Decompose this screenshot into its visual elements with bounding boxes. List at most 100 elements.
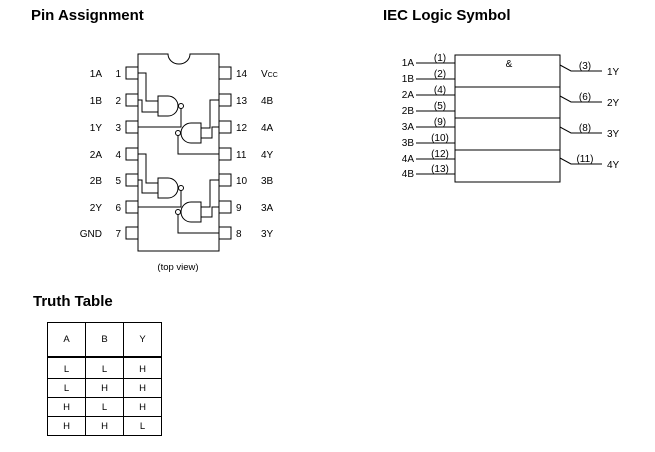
left-pin-boxes — [125, 66, 139, 240]
truth-table-heading: Truth Table — [33, 293, 113, 310]
table-cell: H — [85, 416, 124, 436]
input-pin: (2) — [434, 69, 446, 80]
pin-number: 12 — [236, 123, 248, 134]
input-pin: (4) — [434, 85, 446, 96]
pin-number: 1 — [115, 69, 121, 80]
pin-number: 13 — [236, 96, 248, 107]
pin-number: 6 — [115, 203, 121, 214]
input-pin: (1) — [434, 53, 446, 64]
truth-table-header-row: A B Y — [47, 322, 162, 358]
pin-number: 3 — [115, 123, 121, 134]
pin-name: 2B — [90, 176, 103, 187]
pin-box — [125, 226, 139, 240]
nand-gate-4 — [180, 201, 202, 223]
pin-number: 14 — [236, 69, 248, 80]
input-name: 3A — [402, 122, 415, 133]
inversion-bubble — [175, 209, 181, 215]
output-name: 4Y — [607, 160, 620, 171]
inversion-bubble — [178, 103, 184, 109]
dip-package — [137, 53, 220, 252]
truth-table: A B Y L L H L H H H L H H H L — [47, 322, 162, 436]
pin-box — [218, 226, 232, 240]
nand-gate-1 — [157, 95, 179, 117]
input-name: 3B — [402, 138, 415, 149]
input-name: 2A — [402, 90, 415, 101]
nand-gate-2 — [180, 122, 202, 144]
pin-name: 2Y — [90, 203, 103, 214]
input-pin: (5) — [434, 101, 446, 112]
table-cell: H — [123, 378, 162, 398]
pin-name: 3A — [261, 203, 274, 214]
table-cell: L — [123, 416, 162, 436]
pin-name: 1B — [90, 96, 103, 107]
pin-name: 1A — [90, 69, 103, 80]
pin-number: 7 — [115, 229, 121, 240]
pin-box — [125, 173, 139, 187]
pin-assignment-heading: Pin Assignment — [31, 7, 144, 24]
input-name: 4B — [402, 169, 415, 180]
output-pin: (8) — [579, 123, 591, 134]
pin-box — [218, 200, 232, 214]
pin-name: 4B — [261, 96, 274, 107]
output-name: 3Y — [607, 129, 620, 140]
input-pin: (13) — [431, 164, 449, 175]
input-name: 1B — [402, 74, 415, 85]
iec-input-lines — [416, 62, 455, 175]
table-cell: H — [47, 416, 86, 436]
iec-symbol-heading: IEC Logic Symbol — [383, 7, 511, 24]
pin-name: 2A — [90, 150, 103, 161]
table-cell: L — [85, 397, 124, 417]
pin-name: 1Y — [90, 123, 103, 134]
input-pin: (9) — [434, 117, 446, 128]
pin-name: 3Y — [261, 229, 274, 240]
input-name: 1A — [402, 58, 415, 69]
table-cell: L — [47, 356, 86, 379]
top-view-caption: (top view) — [157, 262, 198, 273]
iec-symbol-box — [454, 54, 561, 183]
input-name: 2B — [402, 106, 415, 117]
left-pin-labels: 1 2 3 4 5 6 7 1A 1B 1Y 2A 2B 2Y GND — [80, 69, 122, 240]
table-row: H L H — [47, 397, 162, 417]
output-pin: (11) — [576, 154, 593, 165]
output-pin: (3) — [579, 61, 591, 72]
pin-box — [218, 66, 232, 80]
pin-box — [218, 120, 232, 134]
table-cell: L — [85, 356, 124, 379]
pin-number: 2 — [115, 96, 121, 107]
table-row: H H L — [47, 416, 162, 436]
iec-output-labels: (3) (6) (8) (11) 1Y 2Y 3Y 4Y — [576, 61, 619, 171]
pin-name: 3B — [261, 176, 274, 187]
pin-number: 11 — [236, 150, 247, 161]
table-cell: H — [47, 397, 86, 417]
pin-box — [218, 147, 232, 161]
pin-box — [125, 66, 139, 80]
input-name: 4A — [402, 154, 415, 165]
output-name: 1Y — [607, 67, 620, 78]
table-cell: H — [123, 356, 162, 379]
pin-name-vcc: VCC — [261, 69, 278, 80]
output-name: 2Y — [607, 98, 620, 109]
column-header-a: A — [47, 322, 86, 358]
pin-number: 5 — [115, 176, 121, 187]
pin-name: 4A — [261, 123, 274, 134]
right-pin-labels: 14 13 12 11 10 9 8 VCC 4B 4A 4Y 3B 3A 3Y — [236, 69, 278, 240]
inversion-bubble — [175, 130, 181, 136]
pin-number: 10 — [236, 176, 248, 187]
and-function-symbol: & — [506, 59, 513, 70]
iec-output-lines — [559, 64, 602, 165]
table-cell: L — [47, 378, 86, 398]
pin-box — [125, 147, 139, 161]
pin-number: 9 — [236, 203, 242, 214]
pin-name: GND — [80, 229, 102, 240]
nand-gate-3 — [157, 177, 179, 199]
right-pin-boxes — [218, 66, 232, 240]
column-header-y: Y — [123, 322, 162, 358]
pin-number: 8 — [236, 229, 242, 240]
table-row: L H H — [47, 378, 162, 398]
table-cell: H — [85, 378, 124, 398]
pin-box — [218, 173, 232, 187]
table-row: L L H — [47, 356, 162, 379]
table-cell: H — [123, 397, 162, 417]
pin-box — [218, 93, 232, 107]
